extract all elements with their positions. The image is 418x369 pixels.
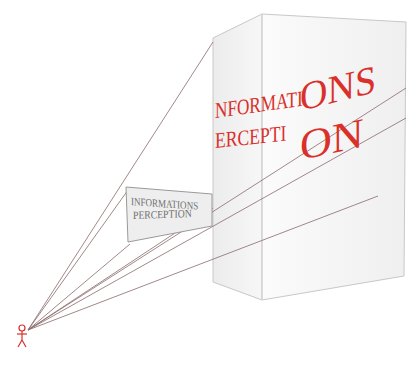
sight-lines [28, 42, 406, 330]
wall-fold [262, 14, 263, 300]
wall-left-face [213, 14, 262, 300]
plate-text: PERCEPTION [133, 208, 192, 221]
viewer-figure [17, 325, 27, 347]
wall-right-face [262, 14, 406, 300]
projection-plate [126, 187, 212, 242]
